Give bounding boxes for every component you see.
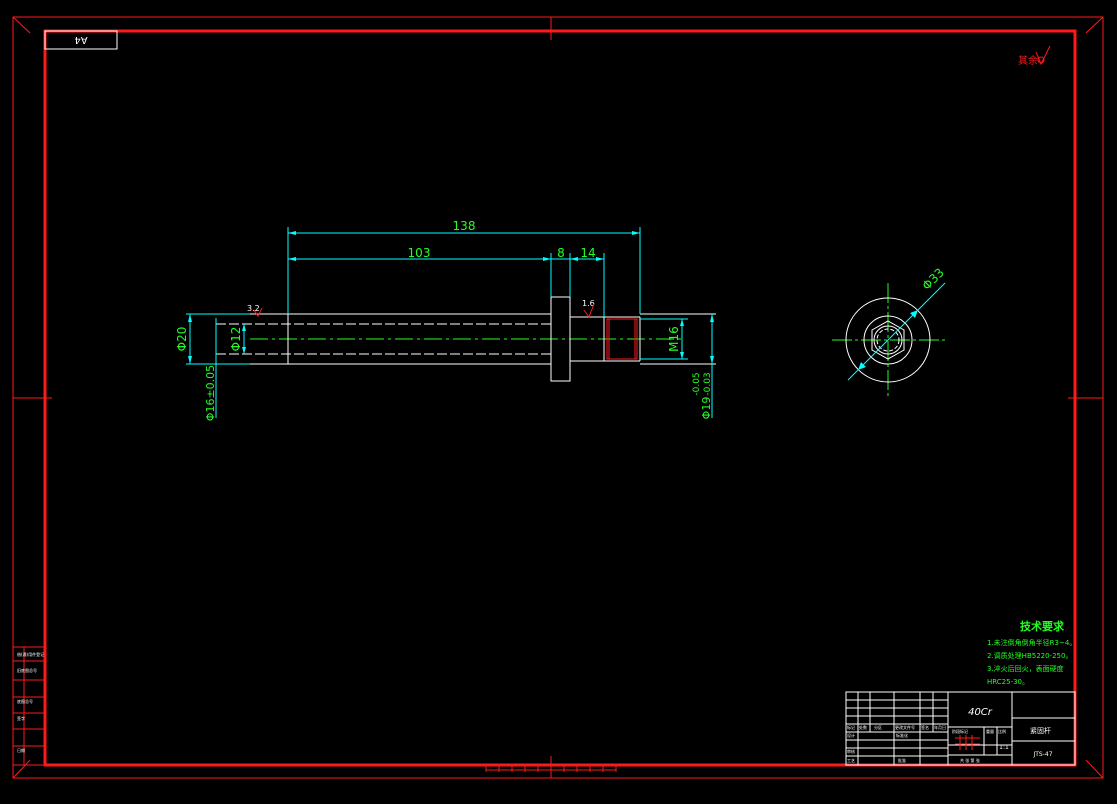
tb-row-label-2: 处数	[859, 724, 867, 730]
format-label: A4	[74, 34, 87, 45]
side-block	[12, 646, 46, 766]
tb-weight: 重量	[986, 728, 994, 734]
bottom-scale-ticks	[485, 766, 617, 772]
dim-dia-19: Φ19	[700, 397, 713, 420]
tb-standard: 标准化	[896, 732, 908, 738]
material-label: 40Cr	[968, 707, 993, 718]
side-label-4: 签字	[17, 715, 25, 721]
tb-row-label-4: 更改文件号	[895, 724, 915, 730]
dim-dia-19-lower-tol: -0.03	[703, 372, 713, 395]
side-label-5: 日期	[17, 747, 25, 753]
roughness-symbol-icon	[253, 303, 595, 319]
tb-row-label-3: 分区	[874, 724, 882, 730]
tb-stage: 阶段标记	[952, 728, 968, 734]
tb-review: 审核	[847, 748, 855, 754]
tb-scale: 比例	[998, 728, 1006, 734]
side-label-2: 旧底图总号	[17, 667, 37, 673]
dia-33-leader	[847, 282, 946, 381]
tech-requirements-title: 技术要求	[1020, 620, 1064, 633]
thread-region	[606, 318, 638, 360]
tb-row-label-6: 年月日	[934, 724, 946, 730]
centering-marks	[12, 16, 1104, 779]
dim-8: 8	[557, 246, 565, 260]
tech-requirement-line-4: HRC25-30。	[987, 678, 1030, 686]
surface-symbol-icon	[1035, 45, 1051, 66]
format-box	[44, 30, 118, 50]
tech-requirement-line-2: 2.调质处理HB5220-250。	[987, 652, 1073, 660]
dim-thread-m16: M16	[667, 326, 681, 352]
dim-dia-16: Φ16±0.05	[204, 365, 217, 421]
tech-requirement-line-3: 3.淬火后回火，表面硬度	[987, 665, 1064, 673]
tb-approve: 批准	[898, 757, 906, 763]
tb-process: 工艺	[847, 758, 855, 763]
roughness-left-value: 3.2	[247, 304, 260, 313]
dim-dia-20: Φ20	[175, 327, 189, 352]
dim-dia-19-upper-tol: -0.05	[692, 372, 702, 395]
dim-dia-12: Φ12	[229, 327, 243, 352]
dim-dia-33: Φ33	[919, 265, 946, 292]
title-block-grid	[845, 691, 1076, 766]
dim-103: 103	[408, 246, 431, 260]
end-view: Φ33	[832, 265, 947, 397]
dim-138: 138	[453, 219, 476, 233]
inner-frame	[43, 29, 1077, 767]
shaft-bore-hidden	[216, 323, 551, 355]
surface-mark-label: 其余	[1018, 54, 1038, 67]
title-block-small-cells	[955, 735, 980, 750]
side-label-3: 底图总号	[17, 698, 33, 704]
tb-sheets: 共 张 第 张	[960, 757, 980, 763]
side-label-1: 借(通)用件登记	[17, 651, 44, 657]
dimension-arrows	[188, 231, 714, 364]
part-name-label: 紧固杆	[1030, 726, 1051, 735]
tech-requirements: 技术要求 1.未注倒角倒角半径R3~4。 2.调质处理HB5220-250。 3…	[987, 618, 1107, 689]
tb-row-label-5: 签名	[921, 724, 929, 730]
drawing-number-label: JTS-47	[1032, 751, 1052, 758]
tech-requirement-line-1: 1.未注倒角倒角半径R3~4。	[987, 639, 1077, 647]
tb-design: 设计	[847, 732, 855, 738]
roughness-right-value: 1.6	[582, 299, 595, 308]
scale-value: 1:1	[999, 744, 1009, 751]
outer-frame	[12, 16, 1104, 779]
dimension-lines	[186, 227, 713, 418]
tb-row-label-1: 标记	[847, 724, 855, 730]
dim-14: 14	[580, 246, 595, 260]
